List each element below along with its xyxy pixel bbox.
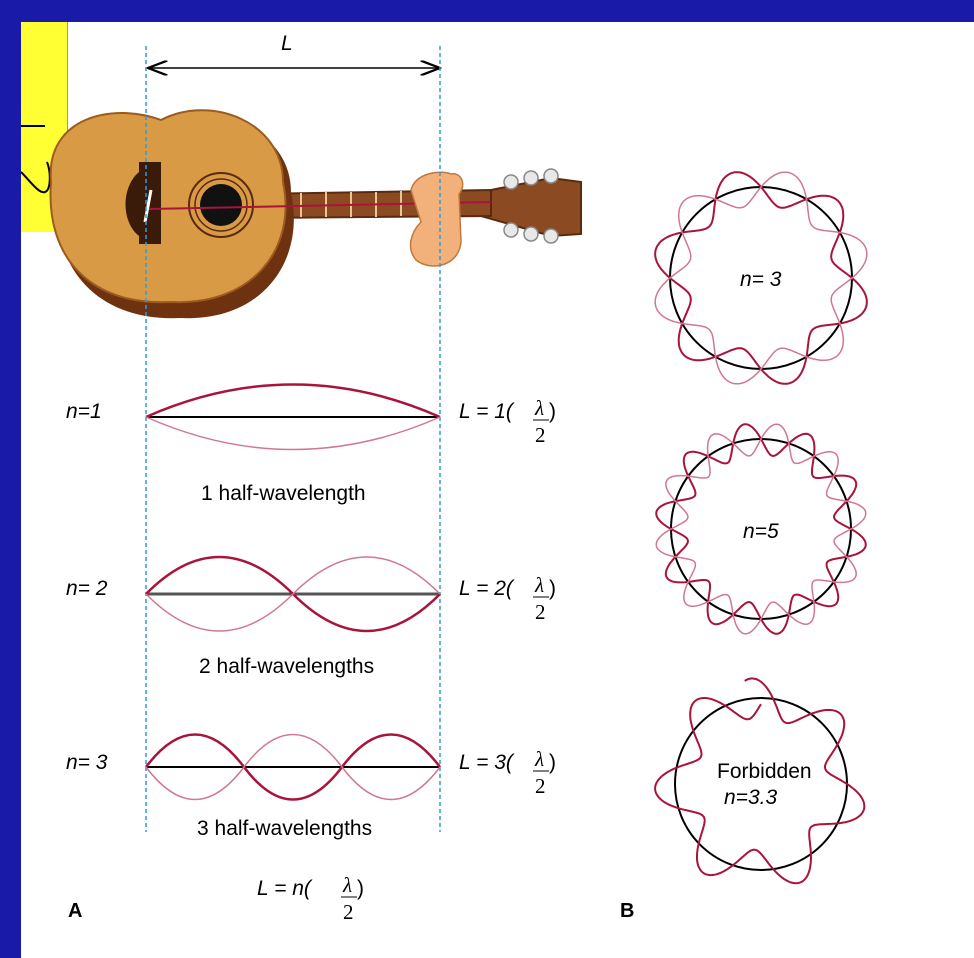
figure-panel: L n=1 L = 1( λ 2 ) 1 half-wavelength n= … (21, 22, 974, 958)
general-lambda: λ (342, 873, 352, 897)
ring-n5-label: n=5 (743, 520, 779, 543)
mode-n1-label: n=1 (66, 400, 102, 423)
general-formula-suffix: ) (357, 877, 364, 900)
lambda-symbol: λ (534, 573, 544, 597)
panel-a-label: A (68, 900, 82, 922)
ring-n5: n=5 (656, 424, 865, 633)
ring-forbidden-label: n=3.3 (724, 786, 777, 809)
mode-n1-formula: L = 1( (459, 400, 515, 423)
mode-n2-label: n= 2 (66, 577, 108, 600)
denominator-two: 2 (535, 600, 546, 624)
denominator-two: 2 (535, 774, 546, 798)
general-denominator: 2 (343, 900, 354, 924)
lambda-symbol: λ (534, 747, 544, 771)
mode-n1: n=1 L = 1( λ 2 ) 1 half-wavelength (66, 385, 556, 506)
guitar-illustration (50, 110, 581, 318)
general-formula: L = n( λ 2 ) (257, 873, 364, 924)
close-paren: ) (549, 751, 556, 774)
lambda-symbol: λ (534, 396, 544, 420)
ring-n3-label: n= 3 (740, 268, 782, 291)
length-dimension: L (148, 32, 440, 68)
general-formula-prefix: L = n( (257, 877, 313, 900)
mode-n3-caption: 3 half-wavelengths (197, 817, 372, 840)
mode-n3-formula: L = 3( (459, 751, 515, 774)
length-label: L (281, 32, 293, 55)
mode-n2: n= 2 L = 2( λ 2 ) 2 half-wavelengths (66, 557, 556, 678)
panel-b-label: B (620, 900, 634, 922)
mode-n2-caption: 2 half-wavelengths (199, 655, 374, 678)
mode-n1-caption: 1 half-wavelength (201, 482, 366, 505)
close-paren: ) (549, 400, 556, 423)
mode-n3-label: n= 3 (66, 751, 108, 774)
ring-forbidden: Forbidden n=3.3 (655, 678, 864, 883)
ring-n3: n= 3 (655, 172, 867, 384)
mode-n2-formula: L = 2( (459, 577, 515, 600)
ring-forbidden-title: Forbidden (717, 760, 812, 783)
mode-n3: n= 3 L = 3( λ 2 ) 3 half-wavelengths (66, 735, 556, 841)
close-paren: ) (549, 577, 556, 600)
standing-wave-figure: L n=1 L = 1( λ 2 ) 1 half-wavelength n= … (21, 22, 974, 958)
denominator-two: 2 (535, 423, 546, 447)
